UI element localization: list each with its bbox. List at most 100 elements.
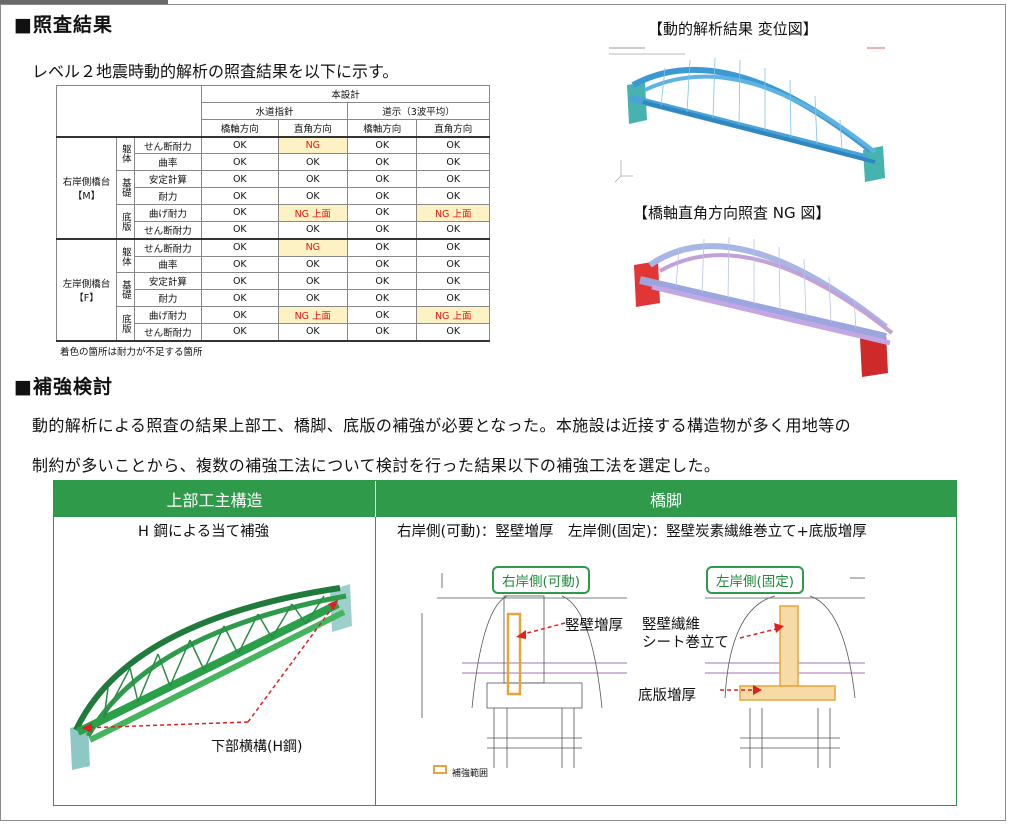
component-label: 底版 <box>116 306 135 343</box>
reinforcement-panel: 上部工主構造 橋脚 H 鋼による当て補強 右岸側(可動)：竪壁増厚 左岸側(固定… <box>53 480 957 806</box>
ok-cell: OK <box>200 306 279 324</box>
ok-cell: OK <box>416 187 490 205</box>
component-label: 基礎 <box>116 272 135 308</box>
abutment-name: 左岸側橋台 <box>62 278 111 290</box>
ng-figure-title: 【橋軸直角方向照査 NG 図】 <box>633 204 831 222</box>
check-results-table: 本設計水道指針道示（3波平均）橋軸方向直角方向橋軸方向直角方向右岸側橋台【M】躯… <box>55 84 491 343</box>
check-item: せん断耐力 <box>133 136 202 155</box>
right-pier-drawing <box>421 573 627 774</box>
ok-cell: OK <box>277 153 349 172</box>
wall-thicken-range <box>506 612 522 696</box>
ng-cell: NG <box>277 238 349 257</box>
ok-cell: OK <box>200 272 279 291</box>
ok-cell: OK <box>347 136 418 155</box>
ok-cell: OK <box>347 187 418 205</box>
displacement-bridge-figure <box>609 47 885 183</box>
check-item: せん断耐力 <box>133 238 202 257</box>
displacement-pier-right <box>863 146 885 182</box>
ok-cell: OK <box>277 322 349 342</box>
ok-cell: OK <box>200 322 279 342</box>
legend-label: 補強範囲 <box>452 769 489 779</box>
slab-thicken-arrow <box>720 685 762 695</box>
ok-cell: OK <box>347 170 418 189</box>
abutment-label: 右岸側橋台【M】 <box>55 136 118 240</box>
ok-cell: OK <box>347 289 418 308</box>
ok-cell: OK <box>347 255 418 274</box>
ng-pier-right <box>860 333 888 377</box>
ok-cell: OK <box>200 170 279 189</box>
left-pier-drawing <box>705 577 865 768</box>
ok-cell: OK <box>277 272 349 291</box>
ok-cell: OK <box>200 187 279 205</box>
component-label: 躯体 <box>116 238 135 274</box>
ng-cell: NG 上面 <box>416 203 490 222</box>
ok-cell: OK <box>200 153 279 172</box>
ok-cell: OK <box>200 238 279 257</box>
check-item: 曲げ耐力 <box>133 203 202 222</box>
ok-cell: OK <box>347 322 418 342</box>
component-label: 躯体 <box>116 136 135 172</box>
section-heading-reinforcement: ■補強検討 <box>14 376 113 398</box>
abutment-label: 左岸側橋台【F】 <box>55 238 118 343</box>
check-item: 曲率 <box>133 255 202 274</box>
slab-thicken-range <box>739 685 836 701</box>
ng-cell: NG 上面 <box>277 306 349 324</box>
abutment-code: 【F】 <box>74 292 99 304</box>
table-note: 着色の箇所は耐力が不足する箇所 <box>60 347 203 358</box>
fiber-wrap-label-line1: 竪壁繊維 <box>642 617 700 633</box>
check-item: 曲率 <box>133 153 202 172</box>
ok-cell: OK <box>200 220 279 240</box>
lower-brace-arrows <box>81 599 339 729</box>
reinforcement-paragraph-line1: 動的解析による照査の結果上部工、橋脚、底版の補強が必要となった。本施設は近接する… <box>32 416 852 435</box>
header-col: 橋軸方向 <box>347 118 418 138</box>
ok-cell: OK <box>416 170 490 189</box>
ok-cell: OK <box>347 238 418 257</box>
wall-thicken-label: 竪壁増厚 <box>565 618 623 634</box>
header-group-b: 道示（3波平均） <box>347 101 490 120</box>
check-item: 安定計算 <box>133 170 202 189</box>
header-col: 直角方向 <box>277 118 349 138</box>
pier-subtitle: 右岸側(可動)：竪壁増厚 左岸側(固定)：竪壁炭素繊維巻立て+底版増厚 <box>397 524 867 540</box>
ok-cell: OK <box>416 272 490 291</box>
displacement-figure-title: 【動的解析結果 変位図】 <box>648 20 818 38</box>
check-item: 耐力 <box>133 289 202 308</box>
header-group-a: 水道指針 <box>200 101 349 120</box>
ok-cell: OK <box>416 322 490 342</box>
lower-brace-label: 下部横構(H鋼) <box>211 739 303 755</box>
ok-cell: OK <box>347 203 418 222</box>
check-item: 安定計算 <box>133 272 202 291</box>
header-col: 橋軸方向 <box>200 118 279 138</box>
ok-cell: OK <box>416 238 490 257</box>
ok-cell: OK <box>200 255 279 274</box>
ok-cell: OK <box>347 153 418 172</box>
ok-cell: OK <box>277 289 349 308</box>
right-pier-tag: 右岸側(可動) <box>492 566 591 594</box>
ok-cell: OK <box>200 136 279 155</box>
header-top: 本設計 <box>200 85 491 103</box>
ok-cell: OK <box>277 220 349 240</box>
ok-cell: OK <box>347 220 418 240</box>
ok-cell: OK <box>277 255 349 274</box>
check-item: せん断耐力 <box>133 220 202 240</box>
ok-cell: OK <box>347 306 418 324</box>
check-item: せん断耐力 <box>133 322 202 342</box>
ok-cell: OK <box>277 187 349 205</box>
section-heading-results: ■照査結果 <box>14 14 113 36</box>
ok-cell: OK <box>416 220 490 240</box>
ok-cell: OK <box>200 289 279 308</box>
ok-cell: OK <box>416 289 490 308</box>
ok-cell: OK <box>347 272 418 291</box>
green-bridge-pier-left <box>70 724 90 770</box>
green-arch-bridge-figure <box>70 584 352 770</box>
ok-cell: OK <box>416 136 490 155</box>
check-item: 曲げ耐力 <box>133 306 202 324</box>
abutment-code: 【M】 <box>72 190 101 202</box>
superstructure-subtitle: H 鋼による当て補強 <box>138 524 270 540</box>
table-corner <box>56 84 202 138</box>
slab-thicken-label: 底版増厚 <box>638 688 696 704</box>
results-intro: レベル２地震時動的解析の照査結果を以下に示す。 <box>32 62 399 81</box>
component-label: 底版 <box>116 203 135 240</box>
reinforcement-paragraph-line2: 制約が多いことから、複数の補強工法について検討を行った結果以下の補強工法を選定し… <box>32 456 721 475</box>
page-frame <box>0 4 1006 821</box>
top-accent-line <box>0 0 168 4</box>
